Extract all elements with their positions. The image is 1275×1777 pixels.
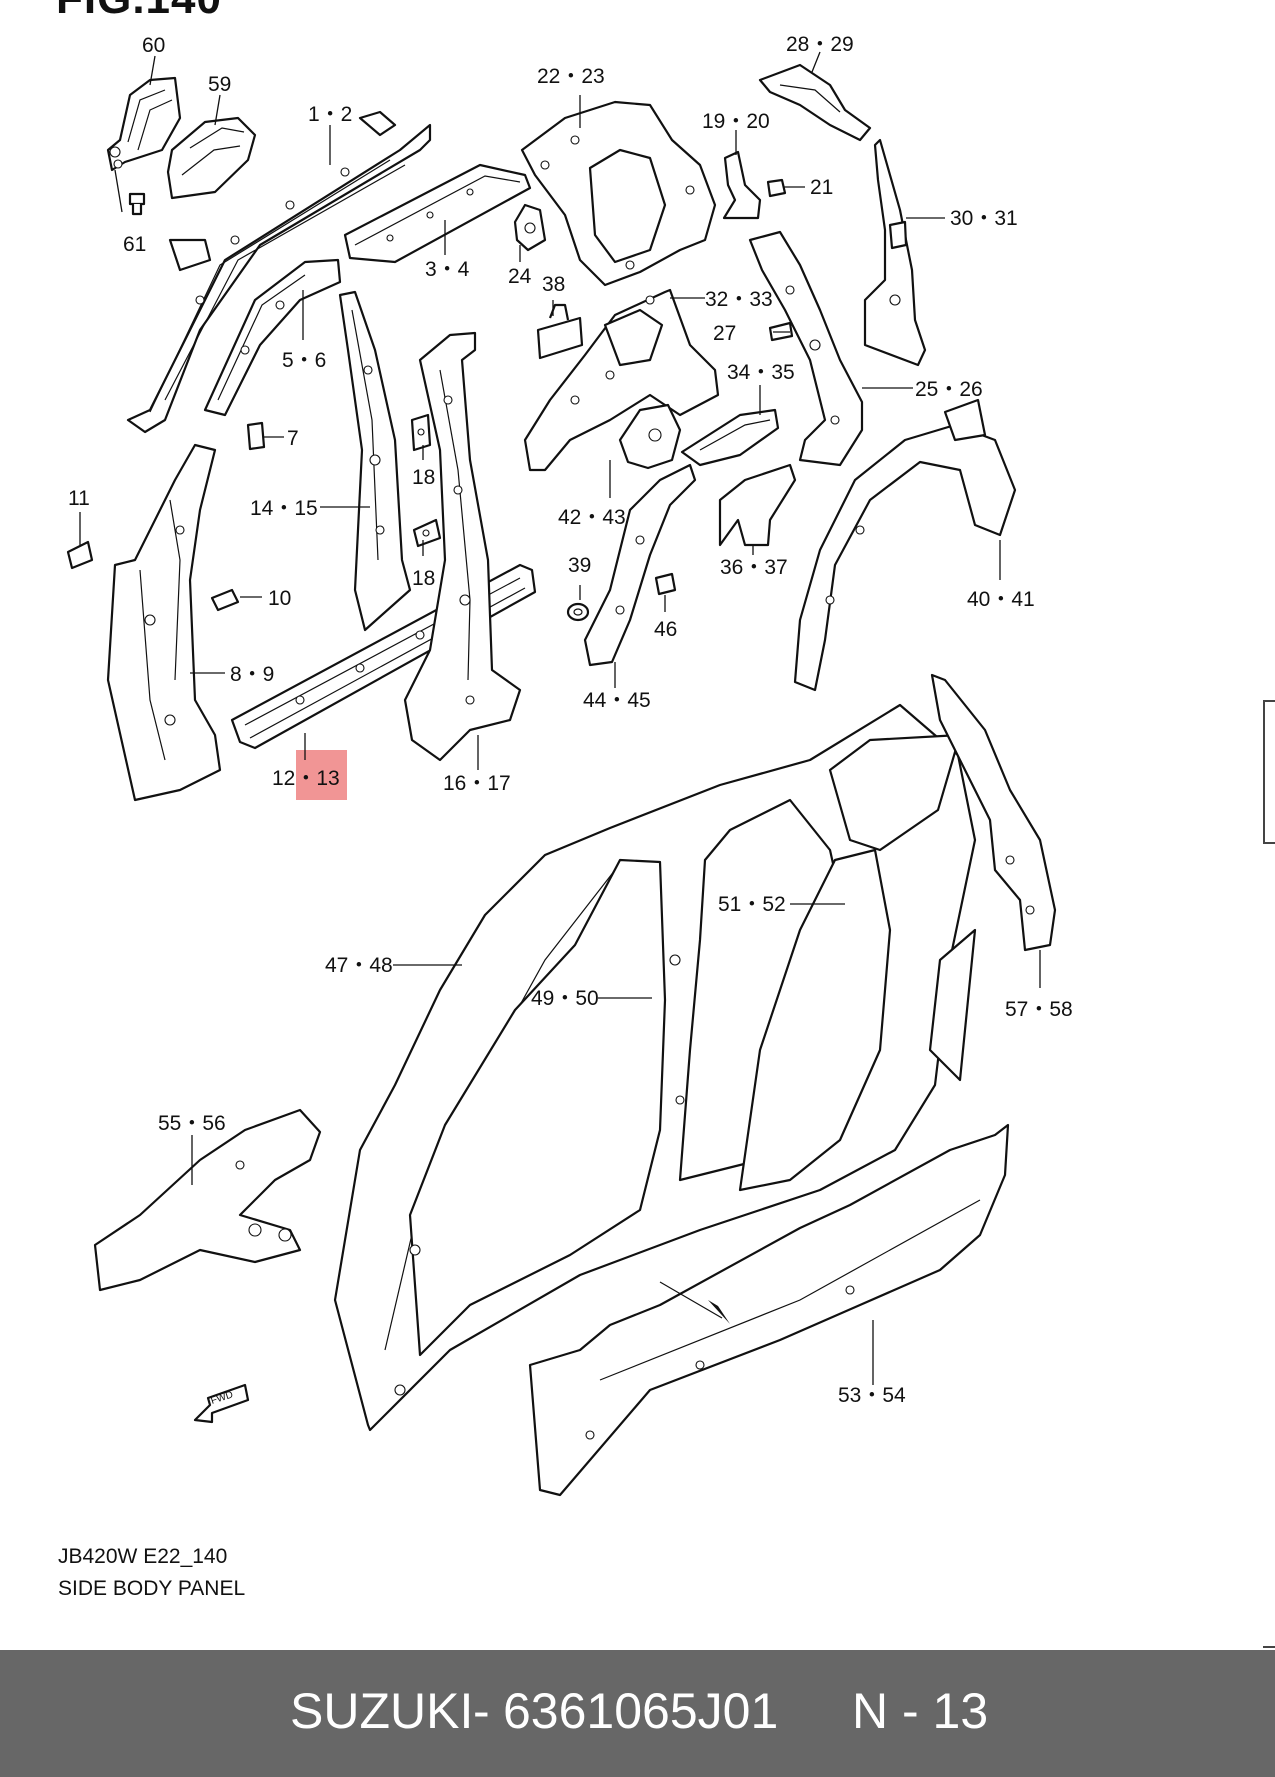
callout-30-31: 30・31: [950, 207, 1018, 230]
callout-12-13: 12・13: [272, 767, 340, 790]
part-25-26-rear-pillar: [748, 230, 864, 467]
part-18-bracket-lower: [412, 518, 442, 548]
part-3-4-roof-rail-inner: [343, 163, 532, 264]
callout-22-23: 22・23: [537, 65, 605, 88]
footer-part-number: 6361065J01: [503, 1683, 779, 1739]
callout-19-20: 19・20: [702, 110, 770, 133]
callout-25-26: 25・26: [915, 378, 983, 401]
callout-7: 7: [287, 427, 299, 450]
part-39-grommet: [566, 602, 590, 622]
footer-separator: -: [473, 1683, 490, 1739]
callout-28-29: 28・29: [786, 33, 854, 56]
part-38-bracket: [536, 303, 584, 360]
callout-38: 38: [542, 273, 565, 296]
assembly-arrow: [659, 1281, 730, 1324]
callout-46: 46: [654, 618, 677, 641]
part-16-17-center-pillar-outer: [403, 331, 522, 762]
callout-1-2: 1・2: [308, 103, 352, 126]
callout-32-33: 32・33: [705, 288, 773, 311]
part-42-43-bracket: [618, 403, 682, 470]
callout-5-6: 5・6: [282, 349, 326, 372]
part-1-2-roof-side-rail: [126, 110, 432, 434]
figure-title: FIG.140: [56, 0, 222, 24]
callout-14-15: 14・15: [250, 497, 318, 520]
part-21-plug: [766, 178, 787, 198]
part-11-clip: [66, 512, 94, 570]
footer-reference: N - 13: [852, 1683, 989, 1739]
part-28-29-gutter-bracket: [758, 63, 872, 142]
exploded-view-drawing: FWD: [66, 33, 1073, 1497]
part-30-31-rear-pillar-inner: [863, 138, 927, 367]
leader-lines: [149, 51, 1041, 1385]
part-7-bracket: [246, 421, 266, 451]
callout-61: 61: [123, 233, 146, 256]
part-22-23-quarter-inner-upper: [520, 100, 717, 287]
part-36-37-extension: [718, 463, 797, 547]
part-5-6-front-pillar-inner: [203, 258, 342, 417]
page-edge-marker: [1263, 700, 1275, 844]
callout-labels: 60 59 61 1・2 3・4 5・6 7 11 10 8・9 12・13 1…: [68, 33, 1073, 1407]
part-19-20-bracket: [722, 150, 762, 220]
callout-16-17: 16・17: [443, 772, 511, 795]
callout-36-37: 36・37: [720, 556, 788, 579]
callout-55-56: 55・56: [158, 1112, 226, 1135]
callout-18-upper: 18: [412, 466, 435, 489]
callout-42-43: 42・43: [558, 506, 626, 529]
part-47-52-body-side-outer: [333, 703, 977, 1432]
part-24-bracket: [513, 203, 547, 252]
diagram-code: JB420W E22_140: [58, 1545, 228, 1568]
parts-diagram: FIG.140: [56, 0, 1073, 1600]
part-61-bolt: [114, 169, 146, 216]
part-46-plug: [654, 572, 677, 596]
callout-57-58: 57・58: [1005, 998, 1073, 1021]
page-edge-marker-bottom: [1263, 1646, 1275, 1654]
callout-27: 27: [713, 322, 736, 345]
part-57-58-rear-corner: [930, 673, 1057, 952]
part-55-56-front-bracket: [93, 1108, 322, 1292]
part-10-patch: [210, 588, 240, 612]
callout-8-9: 8・9: [230, 663, 274, 686]
callout-24: 24: [508, 265, 532, 288]
part-8-9-front-pillar-lower: [106, 443, 222, 802]
part-40-41-wheelhouse-outer: [793, 398, 1017, 692]
callout-21: 21: [810, 176, 833, 199]
part-34-35-reinforcement: [680, 408, 780, 467]
part-18-bracket-upper: [410, 413, 432, 452]
callout-53-54: 53・54: [838, 1384, 906, 1407]
callout-3-4: 3・4: [425, 258, 470, 281]
footer-brand: SUZUKI: [290, 1683, 474, 1739]
callout-51-52: 51・52: [718, 893, 786, 916]
part-14-15-center-pillar-inner: [338, 290, 412, 632]
part-53-54-side-sill-outer: [528, 1123, 1010, 1497]
part-44-45-wheelhouse-extension: [583, 463, 697, 667]
part-60-fuel-filler-housing: [106, 76, 182, 172]
callout-39: 39: [568, 554, 591, 577]
callout-10: 10: [268, 587, 291, 610]
callout-59: 59: [208, 73, 231, 96]
callout-47-48: 47・48: [325, 954, 393, 977]
callout-40-41: 40・41: [967, 588, 1035, 611]
callout-18-lower: 18: [412, 567, 435, 590]
part-32-33-wheelhouse-inner: [523, 288, 720, 472]
part-info-footer: SUZUKI - 6361065J01 N - 13: [0, 1650, 1275, 1777]
fwd-arrow-icon: FWD: [193, 1383, 250, 1424]
callout-34-35: 34・35: [727, 361, 795, 384]
diagram-name: SIDE BODY PANEL: [58, 1577, 246, 1600]
callout-60: 60: [142, 34, 165, 57]
callout-49-50: 49・50: [531, 987, 599, 1010]
part-59-fuel-lid: [166, 116, 257, 200]
callout-11: 11: [68, 487, 90, 510]
callout-44-45: 44・45: [583, 689, 651, 712]
